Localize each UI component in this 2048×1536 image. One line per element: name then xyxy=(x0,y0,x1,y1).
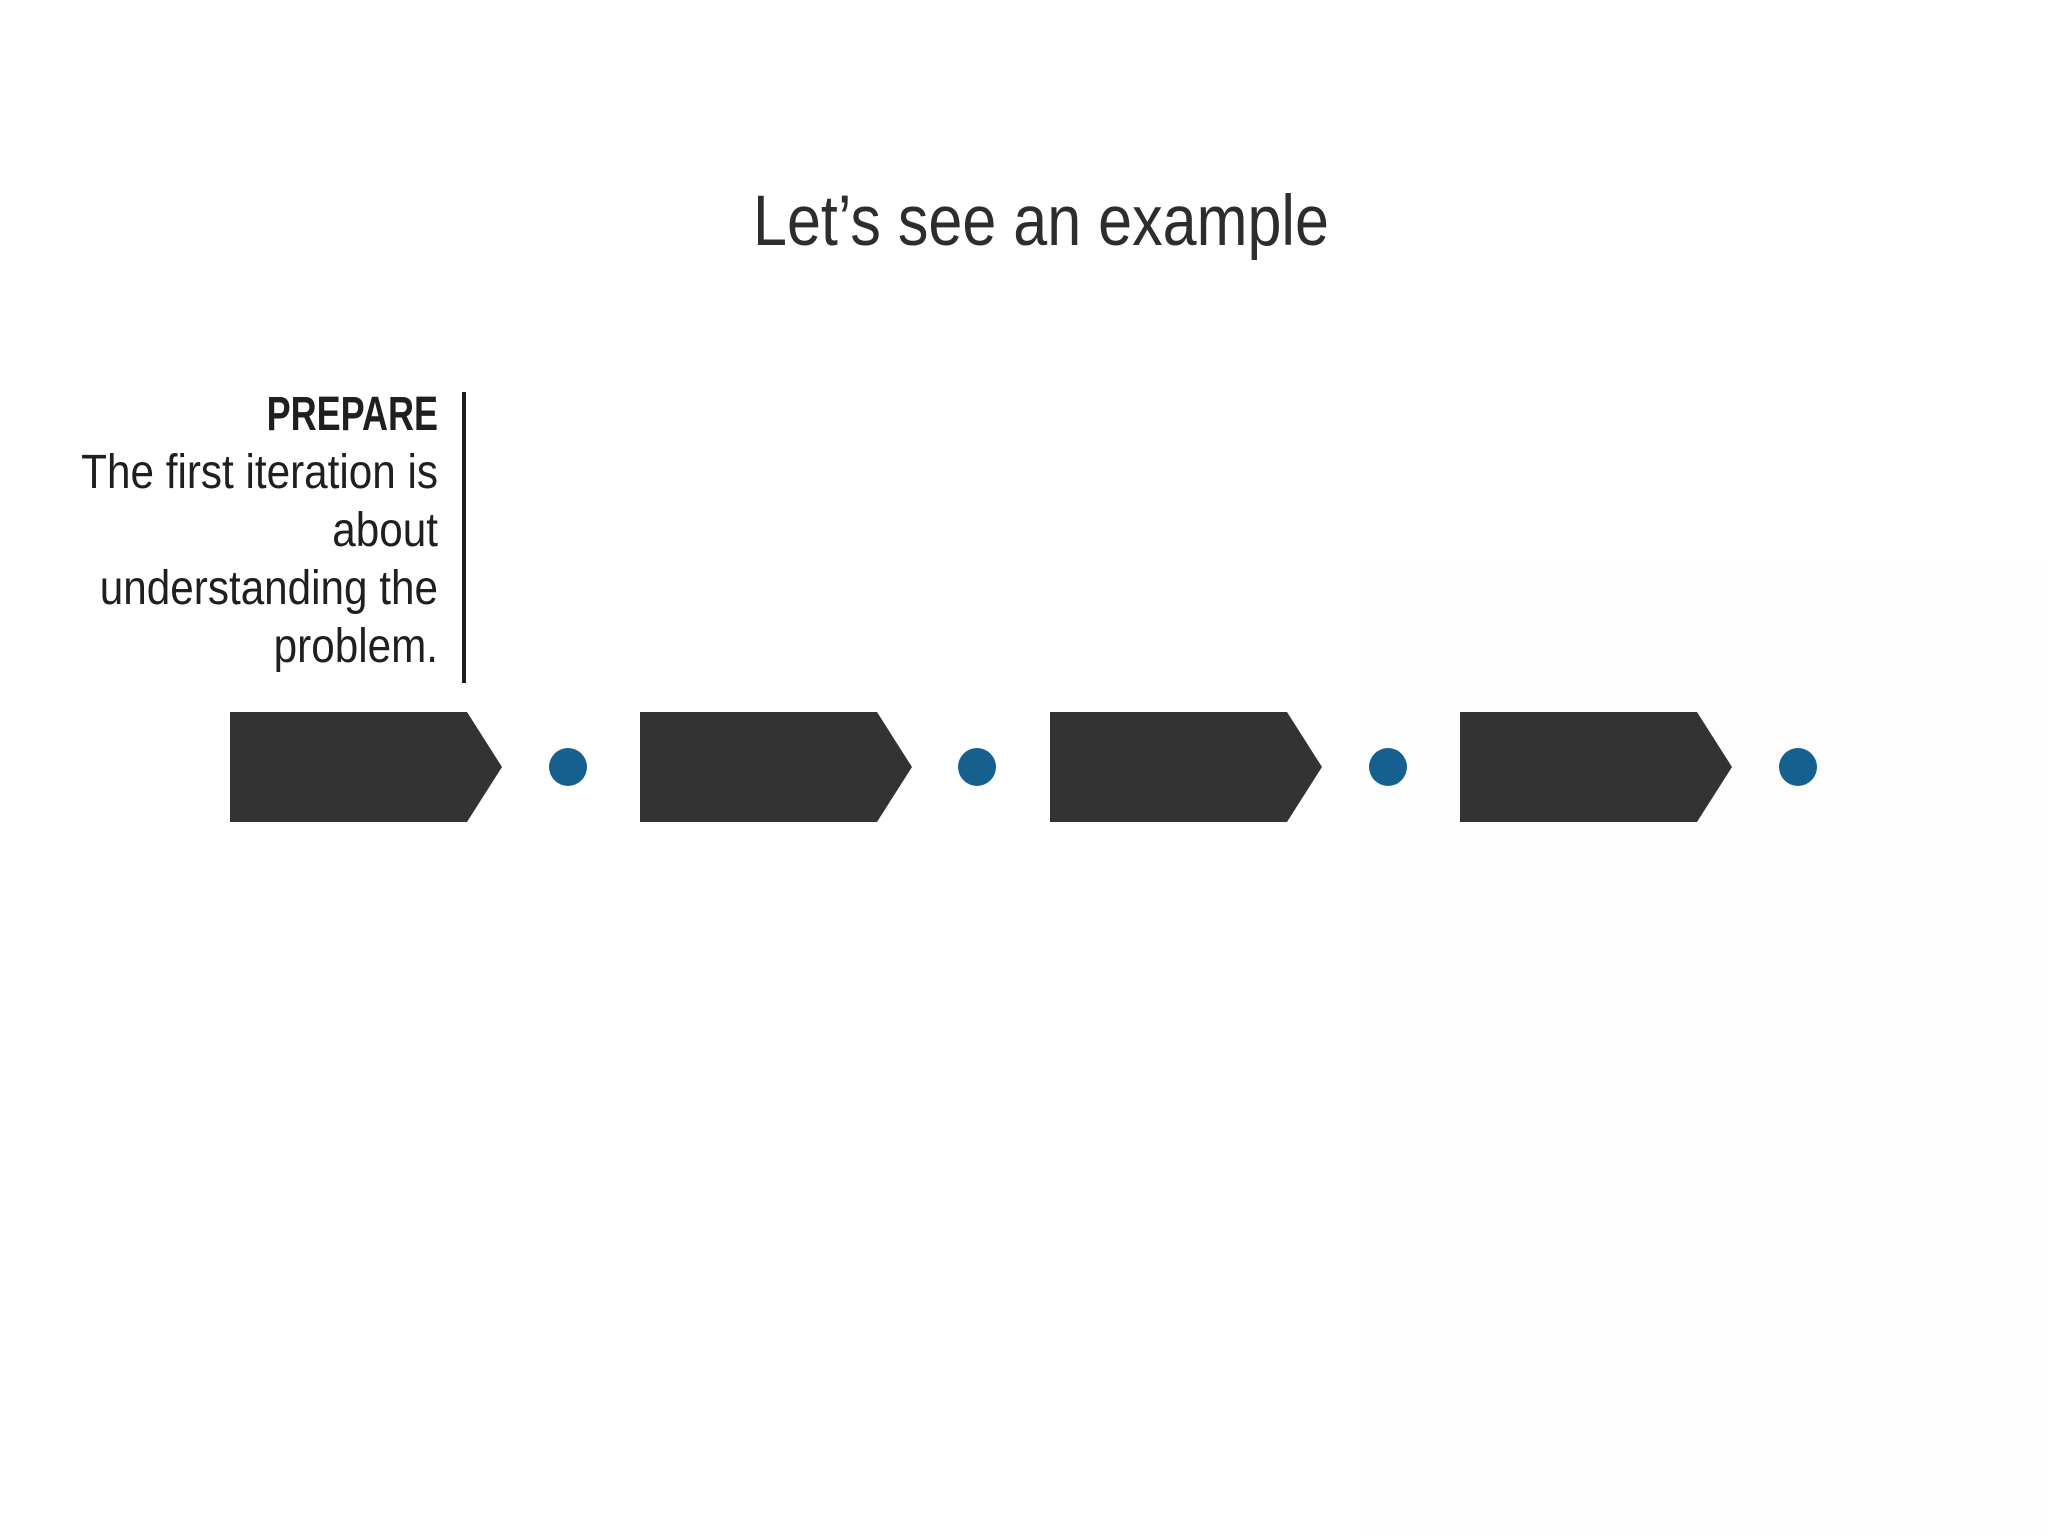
process-arrow-4 xyxy=(1460,712,1732,822)
slide-title: Let’s see an example xyxy=(753,182,1329,261)
annotation-heading: PREPARE xyxy=(266,388,438,441)
process-arrow-1 xyxy=(230,712,502,822)
background-shade-panel xyxy=(1360,560,2048,1536)
process-dot-4 xyxy=(1779,748,1817,786)
prepare-annotation: PREPARE The first iteration is about und… xyxy=(18,386,438,676)
annotation-line: about xyxy=(332,504,438,557)
annotation-line: The first iteration is xyxy=(81,446,438,499)
annotation-line: problem. xyxy=(273,620,438,673)
process-arrow-2 xyxy=(640,712,912,822)
process-arrow-3 xyxy=(1050,712,1322,822)
process-dot-2 xyxy=(958,748,996,786)
annotation-divider-line xyxy=(462,392,466,683)
process-dot-3 xyxy=(1369,748,1407,786)
process-dot-1 xyxy=(549,748,587,786)
annotation-line: understanding the xyxy=(99,562,438,615)
